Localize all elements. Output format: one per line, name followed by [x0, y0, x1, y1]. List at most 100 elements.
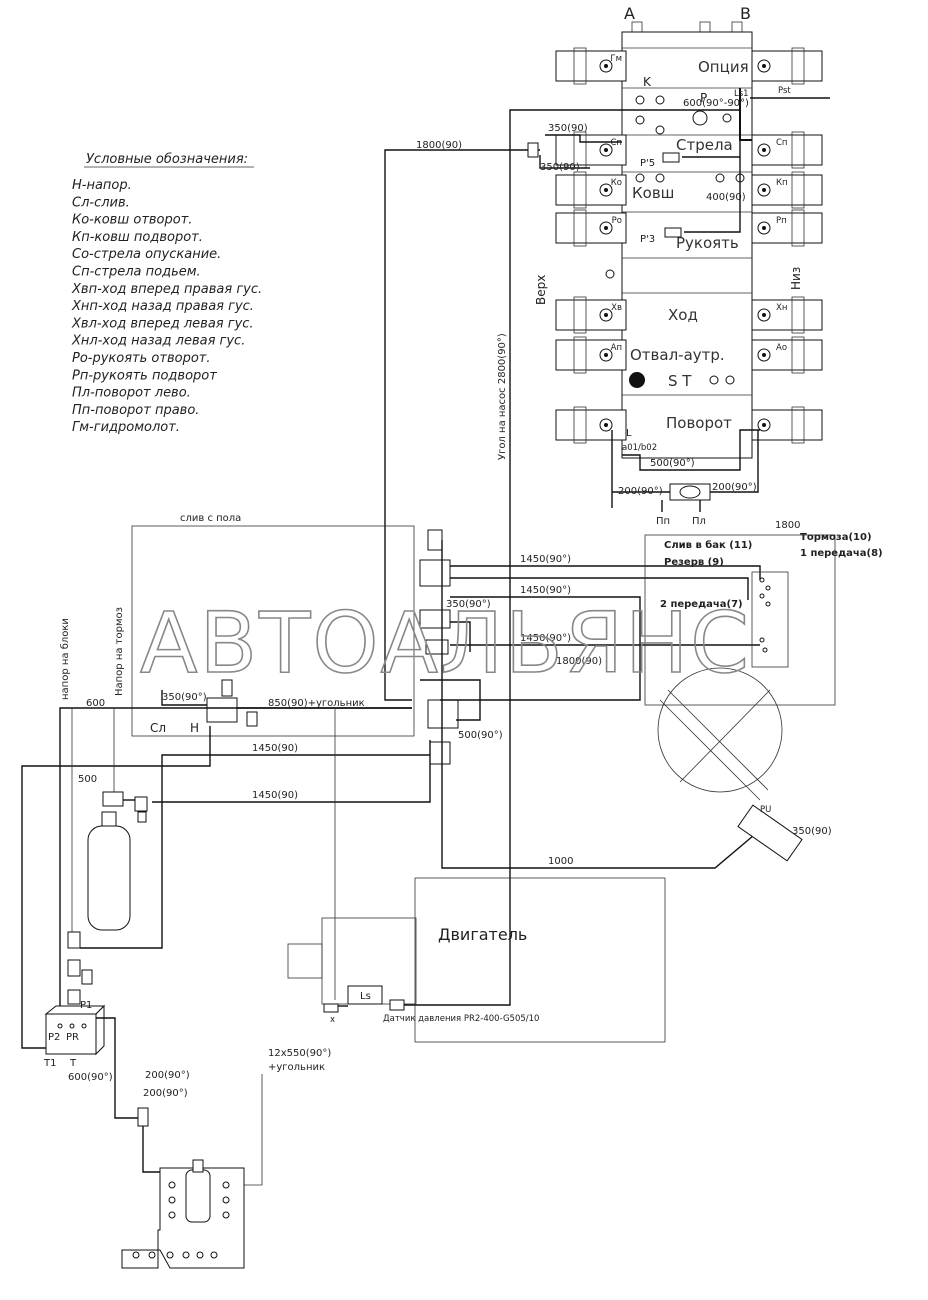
st-label: S T	[668, 372, 692, 390]
l12x550-label: 12x550(90°)	[268, 1048, 331, 1059]
brakes-label: Тормоза(10)	[800, 532, 872, 543]
sl-label: Сл	[150, 721, 166, 735]
section-swing: Поворот	[666, 414, 732, 432]
t-label: T	[69, 1058, 77, 1069]
central-valve-stack: 1000	[419, 529, 761, 869]
l350-cp-label: 350(90)	[540, 162, 580, 173]
pst-label: Pst	[778, 86, 791, 96]
spool-port-label: Ао	[776, 343, 787, 353]
spool-port-label: Хн	[776, 303, 787, 313]
legend-item: Ро-рукоять отворот.	[72, 351, 210, 366]
floor-drain-boundary	[131, 525, 415, 737]
l500-label: 500	[78, 774, 97, 785]
p2-label: P2	[48, 1032, 60, 1043]
pr-label: PR	[66, 1032, 79, 1043]
top-cap	[731, 21, 743, 33]
reserve-label: Резерв (9)	[664, 557, 724, 568]
line-400-label: 400(90)	[706, 192, 746, 203]
l350-left-label: 350(90°)	[162, 692, 207, 703]
section-arm: Рукоять	[676, 234, 739, 252]
ls-label: Ls	[360, 991, 371, 1002]
check-valve	[664, 227, 682, 238]
legend-item: Пл-поворот лево.	[72, 386, 191, 401]
spool-port-label: Рп	[776, 216, 787, 226]
verh-label: Верх	[534, 275, 548, 305]
legend-item: Н-напор.	[72, 178, 132, 193]
check-valve	[662, 152, 680, 163]
ls1-label: Ls1	[734, 89, 749, 99]
legend-item: Пп-поворот право.	[72, 403, 199, 418]
spool-port	[751, 406, 823, 444]
valve-body	[621, 31, 753, 459]
spool-port-label: Ко	[611, 178, 622, 188]
gear1-label: 1 передача(8)	[800, 548, 883, 559]
drain-tank-label: Слив в бак (11)	[664, 539, 752, 551]
l1000-label: 1000	[548, 856, 573, 867]
spool-port: Сп	[555, 131, 627, 169]
spool-port-label: Хв	[611, 303, 622, 313]
l1450-b-label: 1450(90°)	[520, 585, 571, 596]
pl-label: Пл	[692, 516, 706, 527]
spool-port-label: Кп	[776, 178, 788, 188]
section-bucket: Ковш	[632, 184, 674, 202]
section-option: Опция	[698, 58, 749, 76]
l200-right-label: 200(90°)	[712, 482, 757, 493]
spool-port-label: Ап	[611, 343, 622, 353]
spool-port-label: Гм	[610, 54, 622, 64]
swing-lines: 500(90°) 200(90°) 200(90°) Пп Пл	[611, 429, 760, 527]
legend-item: Кп-ковш подворот.	[72, 230, 203, 245]
k-label: K	[643, 75, 652, 89]
top-cap	[699, 21, 711, 33]
pump-angle-label: Угол на насос 2800(90°)	[497, 333, 508, 460]
l1800-top-label: 1800(90)	[416, 140, 462, 151]
spool-port	[751, 47, 823, 85]
spool-port	[555, 406, 627, 444]
legend-title: Условные обозначения:	[86, 152, 248, 167]
gearbox-distributor: 1800 Слив в бак (11) Резерв (9) Тормоза(…	[644, 520, 883, 706]
spool-port: Сп	[751, 131, 823, 169]
legend-item: Ко-ковш отворот.	[72, 213, 192, 228]
l350-top-label: 350(90)	[548, 123, 588, 134]
spool-port-label: Сп	[776, 138, 788, 148]
niz-label: Низ	[789, 267, 803, 290]
section-dozer: Отвал-аутр.	[630, 346, 725, 364]
top-cap	[631, 21, 643, 33]
legend-item: Гм-гидромолот.	[72, 420, 180, 435]
spool-port: Ко	[555, 171, 627, 209]
l200-90b-label: 200(90°)	[143, 1088, 188, 1099]
swing-bearing: PU 350(90)	[657, 667, 832, 862]
napor-tormoz-label: Напор на тормоз	[114, 607, 125, 696]
p-label: P	[700, 91, 707, 105]
gear2-label: 2 передача(7)	[660, 599, 743, 610]
l350-mid-label: 350(90°)	[446, 599, 491, 610]
brake-valve	[206, 697, 238, 723]
accumulator	[87, 791, 148, 931]
sensor-label: Датчик давления PR2-400-G505/10	[383, 1014, 539, 1024]
n-label: Н	[190, 721, 199, 735]
l-label: L	[626, 428, 632, 439]
t1-label: T1	[43, 1058, 56, 1069]
spool-port: Рп	[751, 209, 823, 247]
l1450-c-label: 1450(90°)	[520, 633, 571, 644]
st-port	[629, 372, 645, 388]
l200-left-label: 200(90°)	[618, 486, 663, 497]
legend-item: Сл-слив.	[72, 195, 130, 210]
legend-item: Хвл-ход вперед левая гус.	[71, 316, 254, 331]
pp-label: Пп	[656, 516, 670, 527]
l500-90-label: 500(90°)	[650, 458, 695, 469]
spool-port: Ао	[751, 336, 823, 374]
legend-item: Хвп-ход вперед правая гус.	[71, 282, 262, 297]
port-b-label: B	[740, 4, 751, 23]
legend-item: Со-стрела опускание.	[72, 247, 221, 262]
pump-line-label: 600(90°-90°)	[683, 98, 749, 109]
section-travel: Ход	[668, 306, 698, 324]
legend-item: Рп-рукоять подворот	[72, 368, 217, 383]
l600-90-label: 600(90°)	[68, 1072, 113, 1083]
l1450-90b-label: 1450(90)	[252, 790, 298, 801]
spool-port: Гм	[555, 47, 627, 85]
pu-label: PU	[760, 805, 771, 815]
p3-label: P'3	[640, 234, 655, 245]
